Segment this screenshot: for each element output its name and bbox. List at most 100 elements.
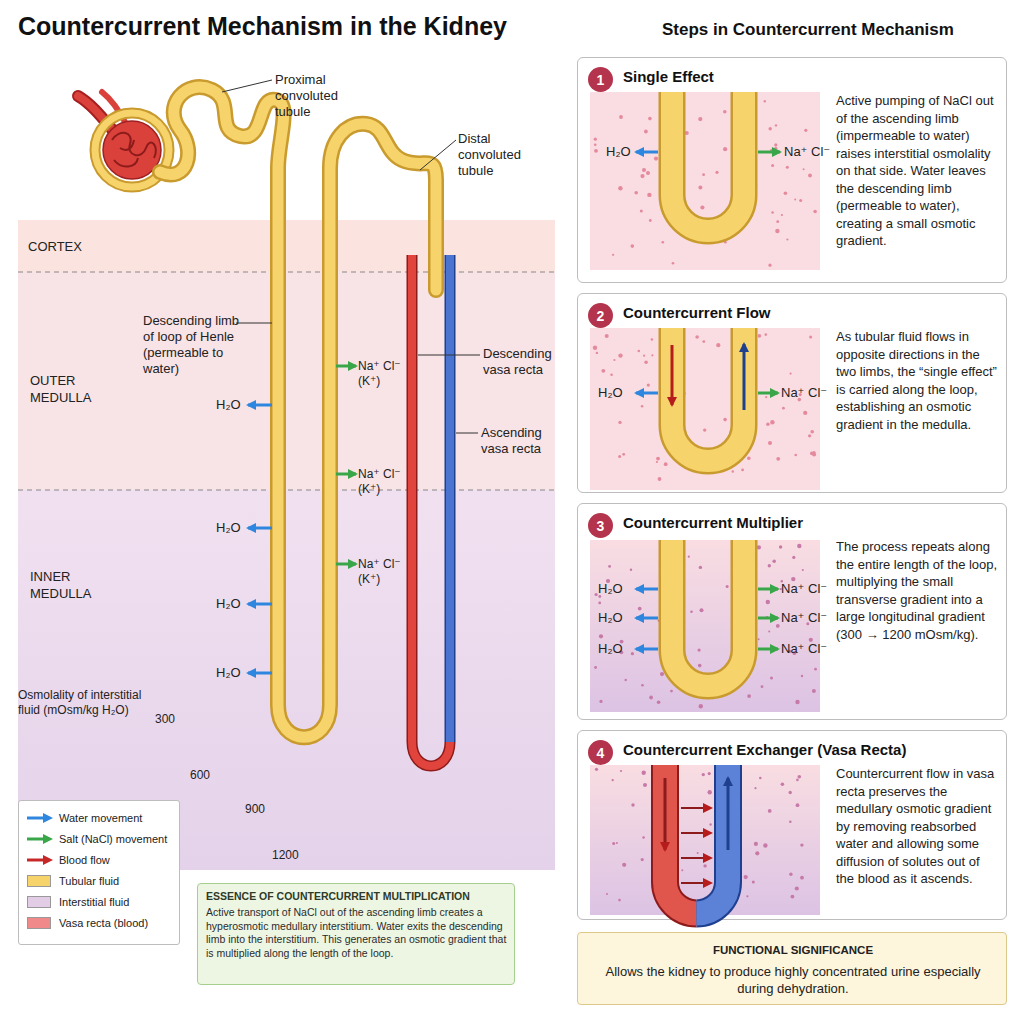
solute-dot: [703, 864, 706, 867]
solute-dot: [664, 864, 666, 866]
solute-dot: [765, 396, 767, 398]
solute-dot: [722, 878, 724, 880]
solute-dot: [745, 141, 747, 143]
solute-dot: [665, 562, 669, 566]
zone-label: CORTEX: [28, 238, 168, 255]
bowman-capsule: [95, 113, 169, 187]
solute-dot: [780, 588, 782, 590]
exchange-arrow: [681, 857, 711, 859]
solute-dot: [596, 352, 598, 354]
step-box: Single EffectActive pumping of NaCl out …: [577, 57, 1007, 283]
step-number-circle: 4: [588, 740, 613, 765]
solute-dot: [670, 690, 673, 693]
water-arrow: [636, 151, 658, 154]
solute-dot: [750, 214, 753, 217]
solute-dot: [801, 675, 803, 677]
solute-dot: [677, 163, 680, 166]
solute-dot: [779, 545, 782, 548]
solute-dot: [810, 430, 814, 434]
exchange-arrow: [681, 807, 711, 809]
solute-dot: [659, 558, 662, 561]
solute-dot: [662, 605, 665, 608]
step-description: Countercurrent flow in vasa recta preser…: [836, 765, 1001, 888]
inner-medulla-band: INNER MEDULLA: [18, 490, 555, 870]
solute-dot: [766, 600, 770, 604]
solute-dot: [616, 842, 618, 844]
water-arrow: [248, 527, 272, 530]
solute-dot: [595, 768, 598, 771]
afferent-arteriole: [78, 96, 116, 134]
solute-dot: [606, 579, 610, 583]
significance-body: Allows the kidney to produce highly conc…: [598, 963, 988, 997]
zone-divider: [18, 490, 555, 491]
solute-dot: [789, 821, 792, 824]
vasa-recta-outline: [665, 765, 697, 914]
solute-dot: [619, 115, 623, 119]
solute-dot: [768, 264, 771, 267]
solute-dot: [676, 364, 680, 368]
afferent-arteriole: [78, 96, 116, 134]
solute-dot: [725, 837, 728, 840]
solute-dot: [631, 803, 634, 806]
solute-dot: [662, 619, 666, 623]
solute-dot: [768, 631, 770, 633]
solute-dot: [681, 869, 683, 871]
solute-dot: [690, 610, 693, 613]
descending-vasa-recta: [412, 255, 450, 766]
solute-dot: [776, 624, 780, 628]
solute-dot: [740, 144, 743, 147]
loop-tube: [672, 328, 744, 461]
solute-dot: [809, 335, 812, 338]
solute-dot: [641, 684, 644, 687]
solute-dot: [715, 171, 718, 174]
solute-dot: [664, 462, 668, 466]
solute-dot: [631, 652, 634, 655]
summary-body: Active transport of NaCl out of the asce…: [206, 906, 508, 960]
solute-dot: [723, 110, 727, 114]
solute-dot: [697, 219, 700, 222]
solute-dot: [775, 229, 779, 233]
solute-dot: [737, 873, 741, 877]
solute-dot: [718, 870, 722, 874]
solute-dot: [663, 159, 666, 162]
solute-dot: [618, 186, 622, 190]
solute-dot: [771, 211, 774, 214]
step-number-circle: 2: [588, 303, 613, 328]
solute-dot: [812, 453, 816, 457]
legend-swatch: [27, 917, 51, 929]
ascending-vasa-recta: [446, 255, 454, 742]
solute-dot: [608, 565, 611, 568]
step-number: 3: [597, 519, 605, 533]
solute-dot: [702, 173, 705, 176]
solute-dot: [644, 130, 648, 134]
water-arrow: [248, 603, 272, 606]
solute-dot: [794, 454, 797, 457]
solute-dot: [803, 411, 807, 415]
solute-dot: [784, 192, 788, 196]
solute-dot: [618, 899, 621, 902]
solute-dot: [682, 391, 686, 395]
legend-arrow-head: [43, 855, 53, 865]
solute-dot: [736, 211, 740, 215]
solute-dot: [594, 666, 597, 669]
solute-dot: [800, 876, 804, 880]
solute-dot: [620, 770, 622, 772]
step-box: Countercurrent MultiplierThe process rep…: [577, 503, 1007, 720]
solute-dot: [748, 182, 752, 186]
water-arrow: [636, 648, 658, 651]
solute-dot: [654, 157, 658, 161]
solute-dot: [718, 674, 722, 678]
solute-dot: [662, 110, 666, 114]
solute-dot: [734, 833, 737, 836]
leader-line: [456, 433, 478, 434]
solute-dot: [612, 842, 615, 845]
significance-box: FUNCTIONAL SIGNIFICANCEAllows the kidney…: [577, 932, 1007, 1005]
leader-line: [418, 355, 480, 356]
solute-dot: [593, 346, 597, 350]
step-box: Countercurrent FlowAs tubular fluid flow…: [577, 293, 1007, 493]
solute-dot: [654, 888, 656, 890]
solute-dot: [708, 772, 711, 775]
solute-dot: [789, 791, 792, 794]
